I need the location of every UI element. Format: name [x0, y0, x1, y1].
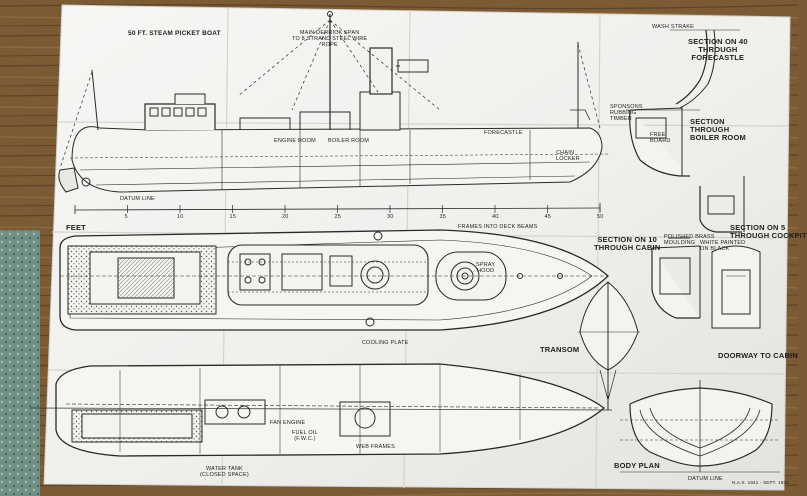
body-plan	[620, 380, 780, 473]
scale-tick-label: 15	[229, 214, 237, 220]
transom-label: TRANSOM	[540, 345, 580, 354]
scale-tick-label: 5	[124, 214, 128, 220]
engine-room-label: ENGINE ROOM	[274, 138, 316, 144]
web-frames-label: WEB FRAMES	[356, 444, 395, 450]
fan-engine-label: FAN ENGINE	[270, 420, 306, 426]
scale-ticks	[127, 205, 601, 213]
mast-stays-label: MAIN DERRICK SPAN TO 8 STRAND STEEL WIRE…	[292, 30, 368, 48]
sections-group	[626, 29, 761, 329]
section-cockpit-label: SECTION ON 5 THROUGH COCKPIT	[730, 223, 807, 240]
scale-tick-label: 35	[439, 214, 447, 220]
white-painted-label: WHITE PAINTED ON BLACK	[700, 240, 746, 252]
stamp-label: N.A.S. 1941 - SEPT. 1925	[732, 480, 789, 485]
section-forecastle-label: SECTION ON 40 THROUGH FORECASTLE	[688, 37, 748, 62]
section-cabin-label: SECTION ON 10 THROUGH CABIN	[594, 235, 661, 252]
hull-plan	[29, 363, 613, 457]
profile-view	[58, 11, 611, 193]
sponsons-label: SPONSONS RUBBING TIMBER	[610, 104, 643, 122]
section-boiler-label: SECTION THROUGH BOILER ROOM	[690, 117, 746, 142]
body-plan-label: BODY PLAN	[614, 461, 660, 470]
frames-note-label: FRAMES INTO DECK BEAMS	[458, 224, 538, 230]
scale-tick-label: 50	[597, 214, 604, 220]
water-tank-label: WATER TANK (CLOSED SPACE)	[200, 466, 249, 478]
forecastle-label: FORECASTLE	[484, 130, 523, 136]
fuel-oil-label: FUEL OIL (F.W.C.)	[292, 430, 318, 442]
scale-tick-label: 10	[177, 214, 184, 220]
scale-tick-label: 45	[544, 214, 552, 220]
brass-moulding-label: POLISHED BRASS MOULDING	[664, 234, 715, 246]
sheet-title: 50 FT. STEAM PICKET BOAT	[128, 30, 221, 37]
cooling-plate-label: COOLING PLATE	[362, 340, 409, 346]
doorway-label: DOORWAY TO CABIN	[718, 351, 799, 360]
scale-tick-label: 20	[282, 214, 289, 220]
body-plan-datum-label: DATUM LINE	[688, 476, 723, 482]
datum-line-label: DATUM LINE	[120, 196, 155, 202]
freeboard-label: FREE BOARD	[650, 132, 671, 144]
scale-tick-label: 40	[492, 214, 499, 220]
transom-drawing	[578, 281, 640, 410]
boiler-room-label: BOILER ROOM	[328, 138, 370, 144]
scale-tick-label: 30	[387, 214, 394, 220]
wash-strake-label: WASH STRAKE	[652, 24, 695, 30]
feet-label: FEET	[66, 223, 86, 232]
rug	[0, 230, 40, 496]
deck-plan	[59, 229, 609, 331]
chain-locker-label: CHAIN LOCKER	[556, 150, 580, 162]
scale-tick-label: 25	[334, 214, 342, 220]
spray-hood-label: SPRAY HOOD	[476, 262, 496, 274]
